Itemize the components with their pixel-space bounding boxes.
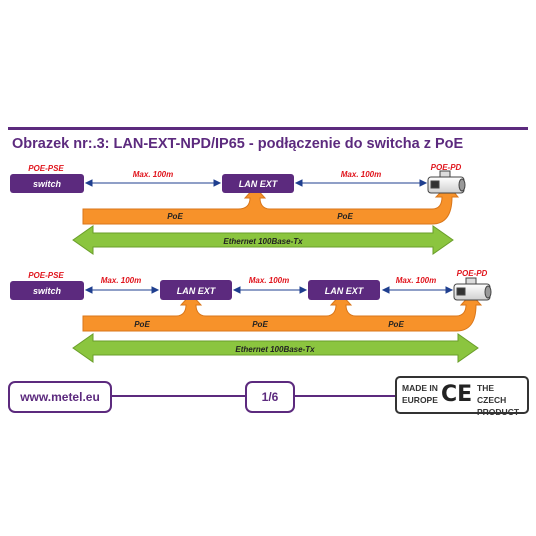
lan-ext-label: LAN EXT	[239, 179, 279, 189]
camera-icon	[453, 277, 492, 301]
poe-label: PoE	[252, 320, 268, 329]
diagram-1: Ethernet 100Base-Tx PoE PoE Max. 100m Ma…	[10, 163, 466, 255]
switch-box	[10, 174, 84, 193]
lan-ext-label: LAN EXT	[325, 286, 365, 296]
footer-divider	[293, 395, 395, 397]
switch-label: switch	[33, 286, 62, 296]
website-link[interactable]: www.metel.eu	[8, 381, 112, 413]
ethernet-arrow	[72, 225, 454, 255]
ethernet-label: Ethernet 100Base-Tx	[235, 345, 315, 354]
distance-label: Max. 100m	[396, 276, 436, 285]
ethernet-arrow	[72, 333, 479, 363]
distance-label: Max. 100m	[249, 276, 289, 285]
pse-label: POE-PSE	[28, 164, 64, 173]
footer-divider	[110, 395, 245, 397]
made-in-europe-label: MADE IN EUROPE	[402, 383, 438, 405]
diagram-2: Ethernet 100Base-Tx PoE PoE PoE Max. 100…	[10, 269, 492, 363]
pd-label: POE-PD	[457, 269, 488, 278]
poe-label: PoE	[388, 320, 404, 329]
poe-label: PoE	[134, 320, 150, 329]
czech-product-label: THE CZECH PRODUCT	[477, 383, 520, 417]
ce-mark-icon: CE	[441, 382, 473, 407]
camera-icon	[427, 170, 466, 194]
distance-arrow	[381, 286, 454, 294]
poe-label: PoE	[337, 212, 353, 221]
pse-label: POE-PSE	[28, 271, 64, 280]
page-number: 1/6	[245, 381, 295, 413]
distance-label: Max. 100m	[101, 276, 141, 285]
switch-box	[10, 281, 84, 300]
distance-arrow	[232, 286, 308, 294]
lan-ext-box	[160, 280, 232, 300]
switch-label: switch	[33, 179, 62, 189]
lan-ext-box	[222, 174, 294, 193]
distance-label: Max. 100m	[341, 170, 381, 179]
page-title: Obrazek nr:.3: LAN-EXT-NPD/IP65 - podłąc…	[12, 136, 464, 152]
title-divider	[8, 127, 528, 130]
lan-ext-box	[308, 280, 380, 300]
distance-label: Max. 100m	[133, 170, 173, 179]
distance-arrow	[84, 286, 160, 294]
lan-ext-label: LAN EXT	[177, 286, 217, 296]
poe-band	[82, 184, 460, 225]
poe-label: PoE	[167, 212, 183, 221]
origin-badge: MADE IN EUROPE CE THE CZECH PRODUCT	[395, 376, 529, 417]
pd-label: POE-PD	[431, 163, 462, 172]
ethernet-label: Ethernet 100Base-Tx	[223, 237, 303, 246]
distance-arrow	[84, 179, 222, 187]
distance-arrow	[294, 179, 428, 187]
